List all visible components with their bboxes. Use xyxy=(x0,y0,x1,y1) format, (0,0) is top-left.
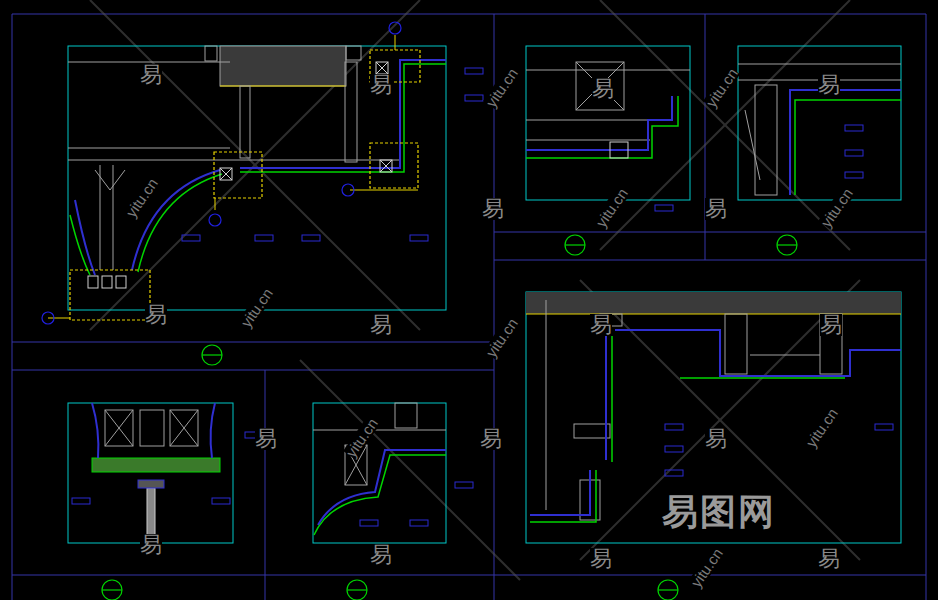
watermark-url: yitu.cn xyxy=(483,65,520,109)
watermark-glyph: 易 xyxy=(705,428,727,450)
watermark-url: yitu.cn xyxy=(803,405,840,449)
watermark-url: yitu.cn xyxy=(483,315,520,359)
watermark-glyph: 易 xyxy=(705,198,727,220)
watermark-glyph: 易 xyxy=(140,534,162,556)
watermark-url: yitu.cn xyxy=(123,175,160,219)
watermark-glyph: 易 xyxy=(590,548,612,570)
watermark-url: yitu.cn xyxy=(238,285,275,329)
watermark-glyph: 易 xyxy=(482,198,504,220)
watermark-glyph: 易 xyxy=(592,78,614,100)
watermark-glyph: 易 xyxy=(140,64,162,86)
watermark-url: yitu.cn xyxy=(593,185,630,229)
watermark-glyph: 易 xyxy=(818,74,840,96)
watermark-glyph: 易 xyxy=(820,314,842,336)
watermark-url: yitu.cn xyxy=(703,65,740,109)
watermark-glyph: 易 xyxy=(480,428,502,450)
watermark-url: yitu.cn xyxy=(818,185,855,229)
watermark-glyph: 易 xyxy=(370,74,392,96)
watermark-glyph: 易 xyxy=(370,314,392,336)
watermark-glyph: 易 xyxy=(818,548,840,570)
watermark-url: yitu.cn xyxy=(688,545,725,589)
watermark-glyph: 易 xyxy=(370,544,392,566)
watermark-glyph: 易 xyxy=(590,314,612,336)
watermark-glyph: 易 xyxy=(255,428,277,450)
watermark-logo: 易图网 xyxy=(662,494,776,530)
watermark-url: yitu.cn xyxy=(343,415,380,459)
watermark-glyph: 易 xyxy=(145,304,167,326)
